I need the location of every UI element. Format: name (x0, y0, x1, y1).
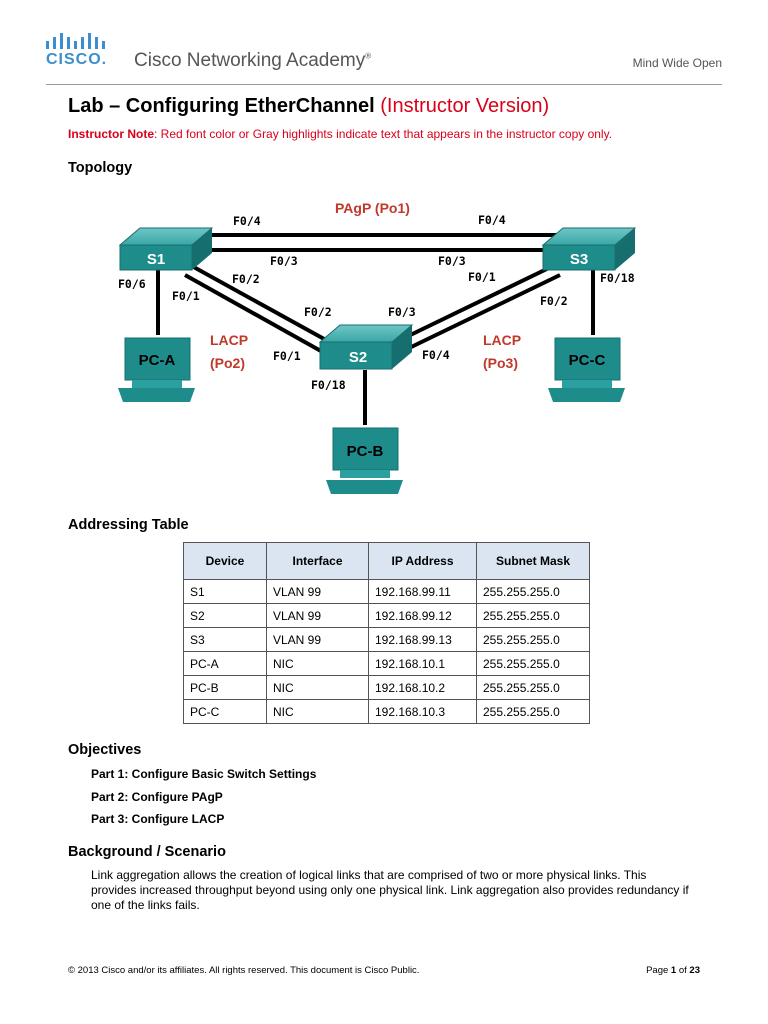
pc-b-icon: PC-B (326, 427, 403, 494)
header-divider (46, 84, 722, 85)
objective-item: Part 1: Configure Basic Switch Settings (91, 767, 317, 781)
port-s1-f04: F0/4 (233, 214, 261, 228)
pc-c-icon: PC-C (548, 337, 625, 402)
switch-s2-icon: S2 (318, 324, 414, 370)
port-s2-f02: F0/2 (304, 305, 332, 319)
port-s3-f01: F0/1 (468, 270, 496, 284)
background-paragraph: Link aggregation allows the creation of … (91, 868, 689, 912)
label-pcb: PC-B (347, 443, 384, 460)
addressing-table: Device Interface IP Address Subnet Mask … (183, 542, 590, 724)
topology-heading: Topology (68, 160, 133, 176)
switch-s3-icon: S3 (541, 227, 637, 271)
table-header-cell: Subnet Mask (476, 542, 590, 580)
link-s2-s3-f03 (399, 263, 556, 342)
table-header-row: Device Interface IP Address Subnet Mask (183, 542, 590, 580)
label-s2: S2 (349, 349, 367, 366)
page-title: Lab – Configuring EtherChannel (Instruct… (68, 95, 550, 117)
port-s1-f02: F0/2 (232, 272, 260, 286)
label-s1: S1 (147, 251, 165, 268)
cisco-logo-icon (46, 33, 105, 49)
tagline: Mind Wide Open (632, 56, 722, 70)
group-lacp-po2-a: LACP (210, 332, 248, 348)
port-s2-f018: F0/18 (311, 378, 346, 392)
port-s3-f03: F0/3 (438, 254, 466, 268)
group-pagp: PAgP (Po1) (335, 200, 410, 216)
topology-diagram: S1 S3 S2 PC-A PC-B PC-C PAgP (Po1) LACP (118, 200, 637, 494)
footer-page-number: Page 1 of 23 (646, 965, 700, 976)
group-lacp-po2-b: (Po2) (210, 355, 245, 371)
link-s1-s2-f01 (184, 273, 329, 357)
label-s3: S3 (570, 251, 588, 268)
label-pca: PC-A (139, 352, 176, 369)
academy-name: Cisco Networking Academy® (134, 50, 372, 71)
cisco-logo-text: CISCO. (46, 51, 108, 68)
port-s3-f04: F0/4 (478, 213, 506, 227)
links (156, 233, 595, 425)
port-s3-f018: F0/18 (600, 271, 635, 285)
link-s2-s3-f04 (404, 273, 561, 352)
port-s2-f04: F0/4 (422, 348, 450, 362)
group-lacp-po3-a: LACP (483, 332, 521, 348)
switch-s1-icon: S1 (118, 227, 214, 271)
port-s3-f02: F0/2 (540, 294, 568, 308)
link-s1-s2-f02 (189, 263, 336, 347)
port-s2-f01: F0/1 (273, 349, 301, 363)
pc-a-icon: PC-A (118, 337, 195, 402)
port-s1-f06: F0/6 (118, 277, 146, 291)
background-heading: Background / Scenario (68, 844, 226, 860)
instructor-version-label: (Instructor Version) (380, 95, 550, 117)
label-pcc: PC-C (569, 352, 606, 369)
footer-copyright: © 2013 Cisco and/or its affiliates. All … (68, 965, 420, 976)
addressing-heading: Addressing Table (68, 517, 189, 533)
port-s1-f01: F0/1 (172, 289, 200, 303)
objective-item: Part 3: Configure LACP (91, 812, 225, 826)
group-lacp-po3-b: (Po3) (483, 355, 518, 371)
instructor-note: Instructor Note: Red font color or Gray … (68, 127, 613, 141)
table-header-cell: IP Address (368, 542, 477, 580)
table-header-cell: Interface (266, 542, 369, 580)
page-header: CISCO. Cisco Networking Academy® Mind Wi… (0, 0, 768, 90)
objectives-heading: Objectives (68, 742, 142, 758)
table-header-cell: Device (183, 542, 267, 580)
port-s2-f03: F0/3 (388, 305, 416, 319)
port-s1-f03: F0/3 (270, 254, 298, 268)
objective-item: Part 2: Configure PAgP (91, 790, 223, 804)
